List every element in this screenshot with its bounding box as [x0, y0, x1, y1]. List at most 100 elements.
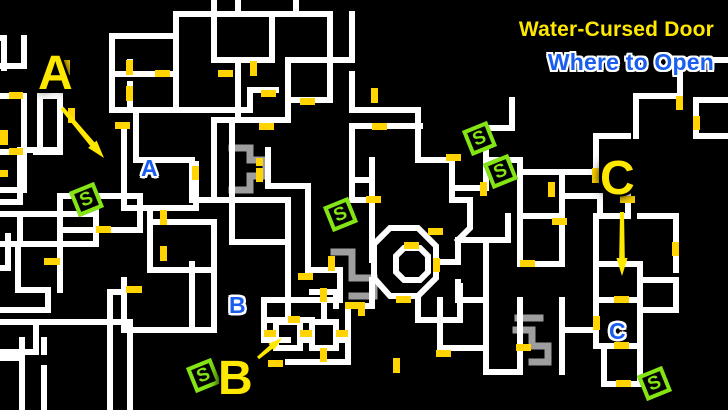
- map-door: [436, 350, 451, 357]
- map-door: [256, 158, 263, 166]
- map-door: [404, 242, 419, 249]
- map-doors: [0, 60, 700, 387]
- room-label-a: A: [141, 155, 158, 181]
- map-wall: [273, 319, 303, 351]
- page-title: Water-Cursed Door: [518, 18, 714, 41]
- map-door: [44, 258, 60, 265]
- map-door: [336, 330, 348, 337]
- map-door: [446, 154, 461, 161]
- map-wall: [0, 247, 51, 313]
- map-door: [68, 108, 75, 123]
- map-door: [428, 228, 443, 235]
- map-door: [96, 226, 111, 233]
- map-door: [126, 60, 133, 75]
- map-door: [328, 256, 335, 271]
- save-marker-label: S: [193, 363, 214, 388]
- map-door: [548, 182, 555, 197]
- save-marker-label: S: [330, 202, 351, 227]
- map-wall: [0, 93, 63, 155]
- map-wall: [0, 233, 11, 271]
- map-wall: [327, 57, 455, 163]
- map-wall: [449, 197, 473, 245]
- map-door: [552, 218, 567, 225]
- annotation-arrow-a: [60, 106, 104, 158]
- map-wall: [265, 147, 311, 189]
- map-door: [300, 330, 312, 337]
- map-door: [320, 348, 327, 362]
- map-wall: [601, 343, 643, 387]
- annotation-arrow-b: [257, 338, 282, 360]
- map-wall: [0, 319, 39, 355]
- map-door: [0, 170, 8, 177]
- annotation-letter-a: A: [38, 47, 73, 100]
- map-wall: [309, 319, 339, 351]
- map-door: [250, 61, 257, 76]
- room-label-c: C: [609, 318, 626, 344]
- map-door: [160, 210, 167, 225]
- map-door: [345, 302, 360, 309]
- map-door: [155, 70, 170, 77]
- map-door: [614, 342, 629, 349]
- map-door: [320, 288, 327, 302]
- map-wall: [211, 117, 235, 203]
- map-wall: [269, 0, 299, 17]
- map-wall: [517, 213, 565, 267]
- annotation-letter-c: C: [600, 152, 635, 205]
- map-door: [300, 98, 315, 105]
- map-door: [616, 380, 631, 387]
- map-wall: [229, 197, 291, 245]
- map-door: [614, 296, 629, 303]
- map-door: [218, 70, 233, 77]
- map-door: [480, 182, 487, 196]
- map-door: [9, 92, 23, 99]
- title-block: Water-Cursed Door Where to Open: [519, 18, 714, 76]
- save-marker-label: S: [490, 159, 511, 184]
- map-door: [592, 168, 599, 183]
- map-wall: [593, 261, 643, 303]
- map-wall-secondary: [512, 326, 552, 366]
- map-wall: [0, 35, 27, 69]
- map-door: [593, 316, 600, 330]
- map-wall: [633, 57, 728, 99]
- map-door: [126, 286, 142, 293]
- map-door: [620, 196, 635, 203]
- map-wall: [121, 205, 153, 225]
- annotation-arrow-c: [616, 212, 628, 276]
- map-wall: [559, 297, 599, 333]
- map-wall: [261, 215, 343, 303]
- map-door: [256, 168, 263, 182]
- map-wall: [371, 225, 439, 299]
- map-door: [372, 123, 387, 130]
- map-door: [298, 273, 313, 280]
- map-door: [672, 242, 679, 256]
- map-door: [433, 258, 440, 272]
- annotation-arrows: [60, 106, 628, 360]
- map-wall: [107, 289, 133, 410]
- map-wall: [0, 101, 27, 193]
- map-door: [358, 302, 365, 316]
- map-door: [261, 90, 276, 97]
- room-label-b: B: [229, 292, 246, 318]
- page-subtitle: Where to Open: [547, 49, 714, 75]
- map-door: [259, 123, 274, 130]
- map-door: [396, 296, 411, 303]
- map-door: [520, 260, 535, 267]
- map-door: [264, 330, 276, 337]
- map-wall: [637, 277, 679, 313]
- map-door: [63, 60, 70, 75]
- map-door: [516, 344, 531, 351]
- map-wall: [211, 11, 275, 63]
- map-wall: [437, 297, 523, 375]
- map-wall: [349, 123, 375, 263]
- map-wall: [637, 213, 679, 273]
- map-wall: [133, 107, 235, 203]
- map-wall: [109, 0, 217, 61]
- map-door: [0, 130, 8, 145]
- map-door: [160, 246, 167, 261]
- map-door: [268, 360, 283, 367]
- map-wall: [517, 169, 565, 219]
- map-door: [371, 88, 378, 103]
- map-door: [676, 96, 683, 110]
